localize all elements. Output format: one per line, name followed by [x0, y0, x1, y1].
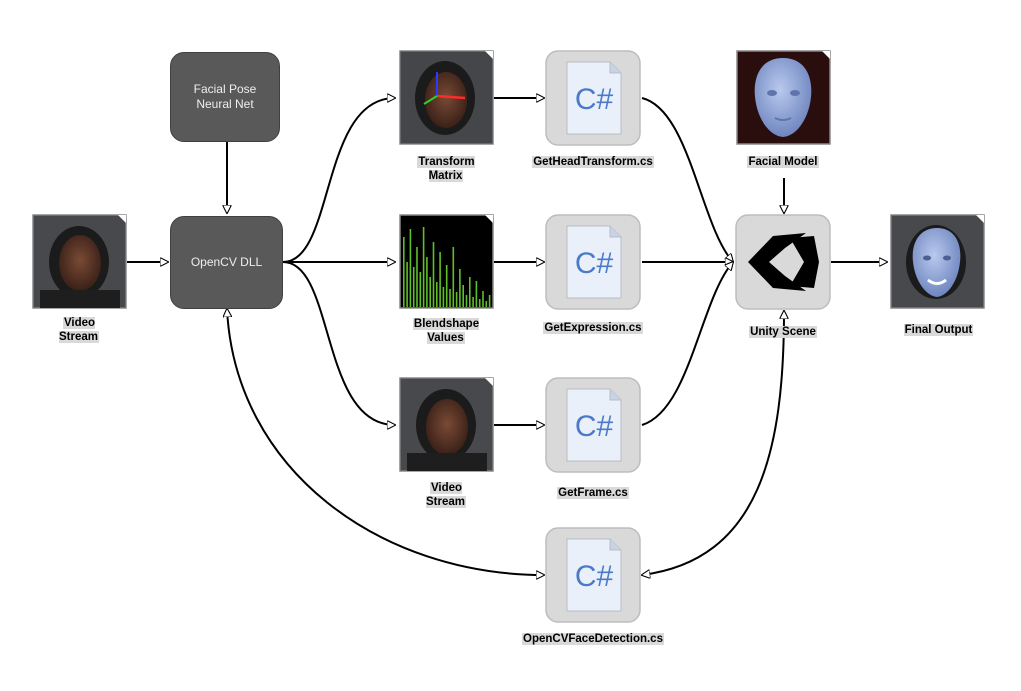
script-tile-get-expression: C# — [545, 214, 641, 310]
unity-scene-label: Unity Scene — [749, 326, 817, 338]
get-head-transform-label: GetHeadTransform.cs — [532, 156, 654, 168]
blendshape-bar — [482, 291, 484, 307]
transform-matrix-thumbnail — [399, 50, 494, 145]
blendshape-bar — [426, 257, 428, 307]
blendshape-bar — [452, 247, 455, 307]
facial-pose-neural-net-label: Facial Pose Neural Net — [193, 82, 257, 111]
edge-opencv-to-videoframe — [282, 261, 395, 425]
blendshape-bar — [459, 269, 461, 307]
blendshape-bar — [432, 242, 435, 307]
video-stream-input-label: Video Stream — [59, 317, 99, 343]
script-tile-get-frame: C# — [545, 377, 641, 473]
csharp-icon: C# — [575, 410, 614, 443]
blendshape-bar — [429, 277, 431, 307]
blendshape-bar — [469, 277, 471, 307]
unity-logo-icon — [748, 233, 819, 291]
blendshape-bar — [488, 295, 491, 307]
blendshape-bars — [403, 227, 491, 307]
script-tile-opencv-face-detection: C# — [545, 527, 641, 623]
final-output-label: Final Output — [903, 324, 974, 336]
facial-pose-neural-net-node: Facial Pose Neural Net — [170, 52, 280, 142]
blendshape-bar — [416, 247, 418, 307]
opencv-dll-label: OpenCV DLL — [190, 255, 263, 269]
edge-facedetect-to-unity — [642, 311, 784, 575]
edge-headscript-to-unity — [641, 97, 733, 262]
unity-scene-tile — [735, 214, 831, 310]
blendshape-bar — [472, 297, 474, 307]
blendshape-bar — [455, 292, 458, 307]
blendshape-values-label: Blendshape Values — [412, 318, 480, 344]
edge-opencv-to-transform — [282, 98, 395, 263]
video-stream-frame-thumbnail — [399, 377, 494, 472]
get-expression-label: GetExpression.cs — [543, 322, 643, 334]
csharp-icon: C# — [575, 247, 614, 280]
edge-facedetect-to-opencv — [227, 309, 544, 575]
video-stream-input-thumbnail — [32, 214, 127, 309]
blendshape-bar — [478, 299, 481, 307]
csharp-icon: C# — [575, 560, 614, 593]
blendshape-bar — [462, 285, 464, 307]
blendshape-bar — [403, 237, 405, 307]
get-frame-label: GetFrame.cs — [557, 487, 629, 499]
blendshape-bar — [409, 229, 412, 307]
blendshape-bar — [412, 267, 415, 307]
script-tile-get-head-transform: C# — [545, 50, 641, 146]
blendshape-bar — [465, 295, 468, 307]
opencv-face-detection-label: OpenCVFaceDetection.cs — [522, 633, 664, 645]
blendshape-bar — [439, 252, 441, 307]
csharp-icon: C# — [575, 83, 614, 116]
opencv-dll-node: OpenCV DLL — [170, 216, 283, 309]
connectors — [127, 98, 887, 575]
final-output-thumbnail — [890, 214, 985, 309]
transform-matrix-label: Transform Matrix — [417, 156, 475, 182]
blendshape-bar — [422, 227, 425, 307]
blendshape-values-thumbnail — [399, 214, 494, 309]
facial-model-label: Facial Model — [747, 156, 819, 168]
blendshape-bar — [475, 281, 478, 307]
blendshape-bar — [485, 301, 488, 307]
facial-model-thumbnail — [736, 50, 831, 145]
blendshape-bar — [406, 262, 408, 307]
blendshape-bar — [445, 265, 448, 307]
blendshape-bar — [449, 289, 451, 307]
edge-framescript-to-unity — [641, 262, 733, 426]
blendshape-bar — [442, 287, 445, 307]
blendshape-bar — [419, 272, 422, 307]
video-stream-frame-label: Video Stream — [426, 482, 466, 508]
blendshape-bar — [436, 282, 438, 307]
